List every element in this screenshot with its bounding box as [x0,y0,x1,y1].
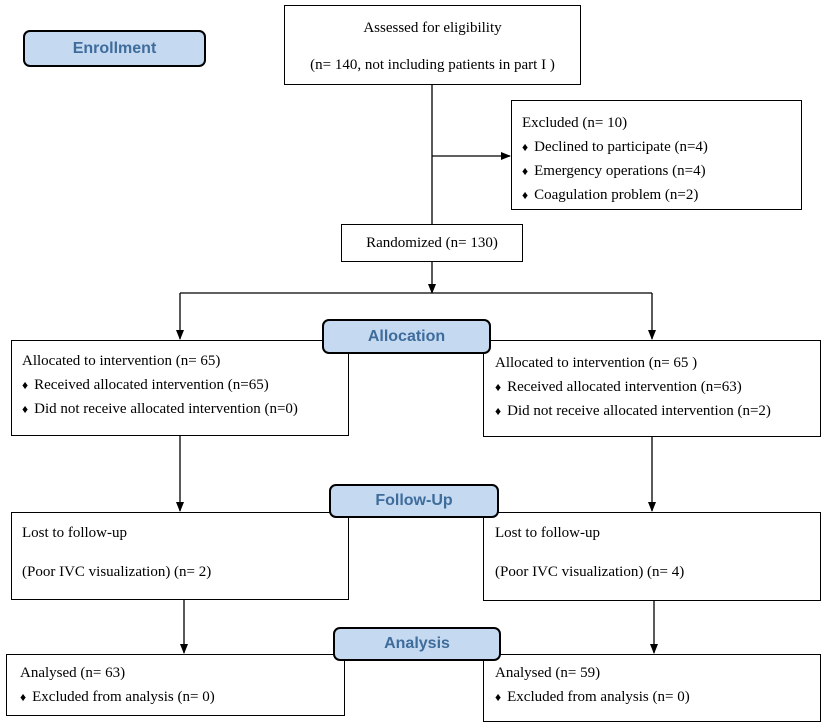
excluded-title: Excluded (n= 10) [522,115,628,131]
analysis-right-title: Analysed (n= 59) [495,665,601,681]
diamond-bullet-icon: ♦ [495,380,502,394]
diamond-bullet-icon: ♦ [22,402,29,416]
diamond-bullet-icon: ♦ [495,690,502,704]
diamond-bullet-icon: ♦ [22,378,29,392]
allocation-left-title: Allocated to intervention (n= 65) [22,353,221,369]
list-item: ♦Coagulation problem (n=2) [522,187,699,203]
randomized-label: Randomized (n= 130) [366,235,498,251]
followup-right-title: Lost to follow-up [495,525,600,541]
stage-allocation: Allocation [322,319,491,354]
analysis-left-box: Analysed (n= 63) ♦Excluded from analysis… [6,654,345,716]
list-item: ♦Received allocated intervention (n=65) [22,377,269,393]
list-item: ♦Did not receive allocated intervention … [22,401,298,417]
analysis-left-title: Analysed (n= 63) [20,665,126,681]
list-item: ♦Did not receive allocated intervention … [495,403,771,419]
list-item: ♦Received allocated intervention (n=63) [495,379,742,395]
analysis-right-box: Analysed (n= 59) ♦Excluded from analysis… [483,654,821,722]
assessed-box: Assessed for eligibility (n= 140, not in… [284,5,581,85]
stage-enrollment-label: Enrollment [72,39,157,57]
diamond-bullet-icon: ♦ [20,690,27,704]
allocation-left-box: Allocated to intervention (n= 65) ♦Recei… [11,340,349,436]
list-item: ♦Excluded from analysis (n= 0) [20,689,215,705]
assessed-detail: (n= 140, not including patients in part … [310,57,555,73]
diamond-bullet-icon: ♦ [522,164,529,178]
followup-left-title: Lost to follow-up [22,525,127,541]
stage-analysis-label: Analysis [384,635,450,652]
diamond-bullet-icon: ♦ [522,188,529,202]
allocation-right-box: Allocated to intervention (n= 65 ) ♦Rece… [483,340,821,437]
list-item: ♦Emergency operations (n=4) [522,163,706,179]
assessed-title: Assessed for eligibility [363,20,502,36]
randomized-box: Randomized (n= 130) [341,224,523,262]
list-item: ♦Declined to participate (n=4) [522,139,708,155]
stage-follow-up: Follow-Up [329,484,499,518]
excluded-box: Excluded (n= 10) ♦Declined to participat… [511,100,802,210]
allocation-right-title: Allocated to intervention (n= 65 ) [495,355,698,371]
stage-analysis: Analysis [333,627,501,661]
stage-follow-up-label: Follow-Up [375,492,453,509]
stage-allocation-label: Allocation [367,327,446,345]
followup-right-box: Lost to follow-up (Poor IVC visualizatio… [483,512,821,601]
list-item: ♦Excluded from analysis (n= 0) [495,689,690,705]
followup-right-detail: (Poor IVC visualization) (n= 4) [495,564,685,580]
diamond-bullet-icon: ♦ [522,140,529,154]
followup-left-box: Lost to follow-up (Poor IVC visualizatio… [11,512,349,600]
followup-left-detail: (Poor IVC visualization) (n= 2) [22,564,212,580]
diamond-bullet-icon: ♦ [495,404,502,418]
stage-enrollment: Enrollment [23,30,206,67]
